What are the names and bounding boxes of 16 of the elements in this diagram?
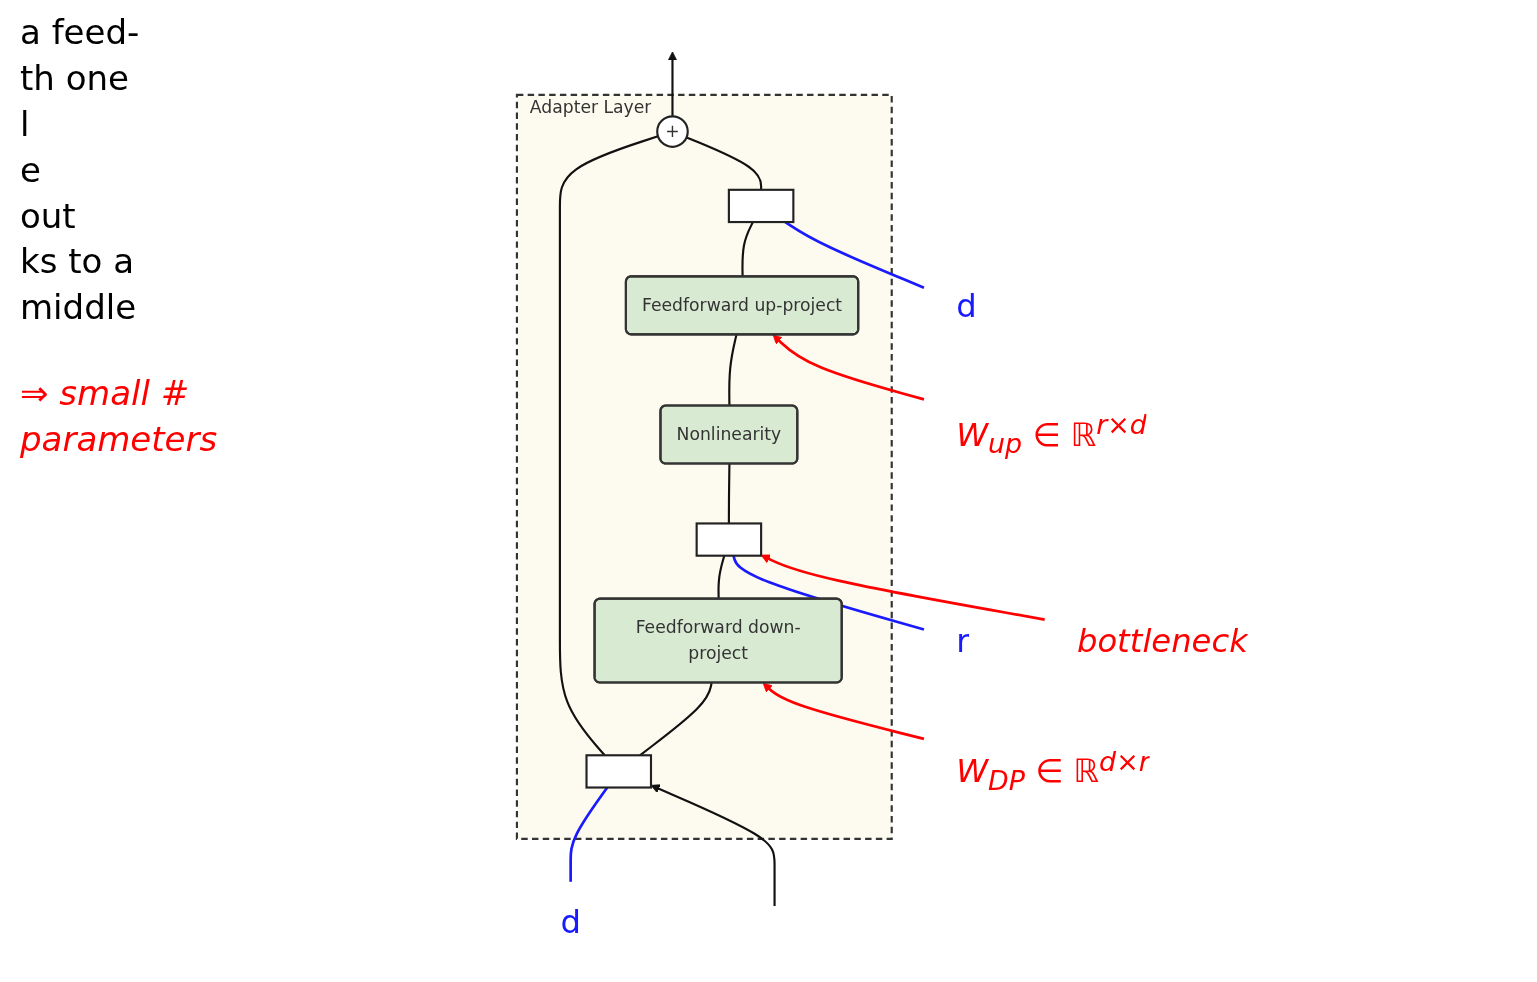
handwritten-note: ⇒ small # parameters bbox=[20, 372, 219, 462]
node-circle: + bbox=[656, 115, 689, 148]
node-text: d bbox=[956, 286, 977, 325]
node-text: r bbox=[956, 621, 970, 660]
text-fragment: out bbox=[20, 194, 77, 238]
node-box bbox=[585, 754, 653, 789]
text-fragment: a feed- bbox=[20, 11, 141, 54]
text-fragment: e bbox=[20, 148, 42, 192]
text-fragment: middle bbox=[20, 286, 138, 330]
node-box bbox=[695, 522, 763, 557]
text-fragment: ks to a bbox=[20, 240, 135, 284]
node-text: W$_{up}$ ∈ ℝ$^{r×d}$ bbox=[956, 409, 1147, 460]
node-text: d bbox=[560, 903, 581, 941]
text-fragment: th one bbox=[20, 56, 130, 100]
text-fragment: l bbox=[20, 102, 31, 146]
node-box bbox=[727, 188, 795, 224]
